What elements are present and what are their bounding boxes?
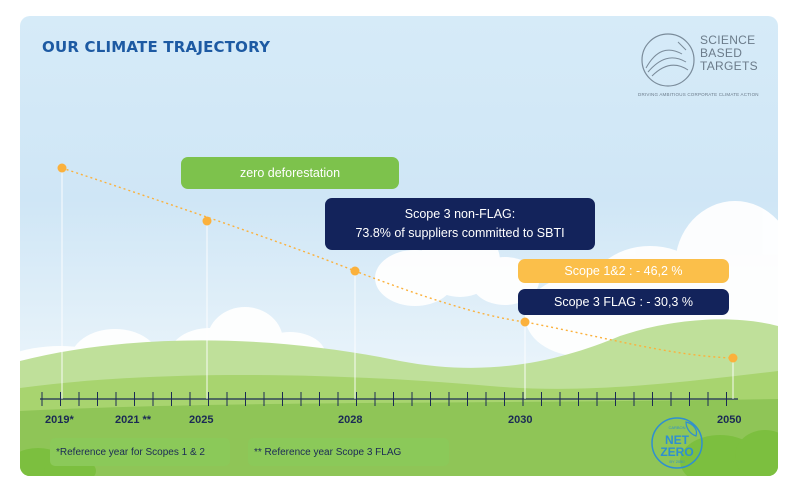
point-2050 [728, 353, 738, 363]
scope12-callout: Scope 1&2 : - 46,2 % [518, 259, 729, 283]
net-zero-badge-icon: CARBON NET ZERO BY 2050 [651, 417, 703, 469]
scope3-flag-label: Scope 3 FLAG : - 30,3 % [554, 294, 693, 309]
point-2025 [202, 216, 212, 226]
net-zero-top: CARBON [668, 425, 685, 430]
year-label-2021: 2021 ** [115, 414, 152, 426]
sbti-tagline: DRIVING AMBITIOUS CORPORATE CLIMATE ACTI… [638, 92, 759, 97]
footnote-scopes12-text: *Reference year for Scopes 1 & 2 [56, 446, 205, 458]
scope3-nonflag-line1: Scope 3 non-FLAG: [404, 207, 516, 221]
scope3-flag-callout: Scope 3 FLAG : - 30,3 % [518, 289, 729, 315]
year-label-2050: 2050 [717, 414, 742, 426]
net-zero-bottom: BY 2050 [669, 459, 685, 464]
sbti-name-line3: TARGETS [700, 59, 758, 73]
footnote-scope3-flag: ** Reference year Scope 3 FLAG [248, 438, 449, 466]
sbti-name-line1: SCIENCE [700, 33, 756, 47]
sbti-emblem-icon [641, 33, 695, 87]
year-label-2028: 2028 [338, 414, 363, 426]
point-2028 [350, 266, 360, 276]
point-2030 [520, 317, 530, 327]
sbti-logo: SCIENCE BASED TARGETS DRIVING AMBITIOUS … [638, 32, 766, 112]
year-label-2025: 2025 [189, 414, 214, 426]
trajectory-points [57, 163, 738, 363]
net-zero-main2: ZERO [660, 445, 693, 459]
year-label-2030: 2030 [508, 414, 533, 426]
sbti-name-line2: BASED [700, 46, 743, 60]
scope12-label: Scope 1&2 : - 46,2 % [564, 263, 683, 278]
year-label-2019: 2019* [45, 414, 74, 426]
footnote-scopes12: *Reference year for Scopes 1 & 2 [50, 438, 230, 466]
bushes [20, 430, 778, 476]
zero-deforestation-label: zero deforestation [239, 165, 341, 180]
zero-deforestation-callout: zero deforestation [181, 157, 399, 189]
drop-lines [61, 168, 734, 399]
point-2019 [57, 163, 67, 173]
scope3-nonflag-line2: 73.8% of suppliers committed to SBTI [355, 226, 565, 240]
timeline-ticks [41, 392, 727, 406]
climate-trajectory-card: OUR CLIMATE TRAJECTORY SCIENCE BASED TAR… [20, 16, 778, 476]
footnote-scope3-flag-text: ** Reference year Scope 3 FLAG [254, 446, 402, 458]
scope3-nonflag-callout: Scope 3 non-FLAG: 73.8% of suppliers com… [325, 198, 595, 250]
page-title: OUR CLIMATE TRAJECTORY [42, 38, 271, 56]
net-zero-main1: NET [665, 433, 690, 447]
